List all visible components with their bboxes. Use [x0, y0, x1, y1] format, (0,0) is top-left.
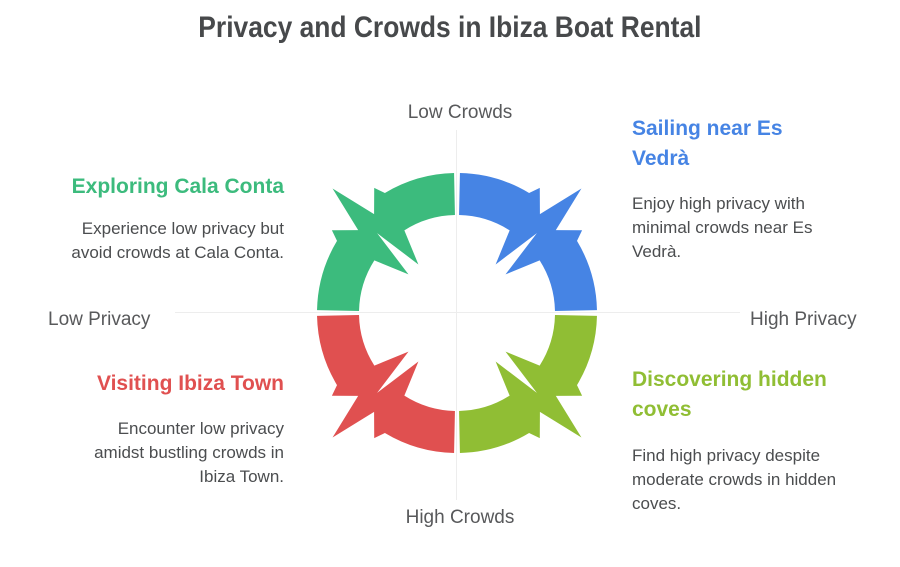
vertical-axis-line: [456, 130, 457, 500]
quadrant-card-es-vedra: Sailing near Es Vedrà Enjoy high privacy…: [632, 114, 847, 264]
quadrant-heading-hidden-coves: Discovering hidden coves: [632, 368, 827, 421]
axis-label-high-privacy: High Privacy: [750, 309, 857, 330]
axis-label-high-crowds: High Crowds: [405, 507, 515, 528]
page-title-text: Privacy and Crowds in Ibiza Boat Rental: [198, 11, 702, 44]
page-title: Privacy and Crowds in Ibiza Boat Rental: [0, 8, 900, 48]
quadrant-description-cala-conta: Experience low privacy but avoid crowds …: [71, 219, 284, 262]
quadrant-heading-ibiza-town: Visiting Ibiza Town: [96, 372, 284, 395]
arrow-segment-ibiza-town: [317, 315, 455, 453]
arrow-segment-hidden-coves: [459, 315, 597, 453]
quadrant-card-ibiza-town: Visiting Ibiza Town Encounter low privac…: [38, 369, 284, 489]
quadrant-heading-cala-conta: Exploring Cala Conta: [71, 175, 284, 198]
quadrant-description-es-vedra: Enjoy high privacy with minimal crowds n…: [632, 194, 813, 261]
horizontal-axis-line: [175, 312, 740, 313]
quadrant-heading-es-vedra: Sailing near Es Vedrà: [632, 117, 783, 170]
circular-arrows-diagram: [317, 173, 597, 453]
axis-label-low-privacy: Low Privacy: [48, 309, 151, 330]
quadrant-description-ibiza-town: Encounter low privacy amidst bustling cr…: [94, 419, 284, 486]
axis-label-low-crowds: Low Crowds: [407, 102, 513, 123]
quadrant-description-hidden-coves: Find high privacy despite moderate crowd…: [632, 446, 837, 513]
arrow-segment-es-vedra: [459, 173, 597, 311]
quadrant-card-hidden-coves: Discovering hidden coves Find high priva…: [632, 365, 862, 516]
arrow-segment-cala-conta: [317, 173, 455, 311]
quadrant-card-cala-conta: Exploring Cala Conta Experience low priv…: [38, 172, 284, 265]
